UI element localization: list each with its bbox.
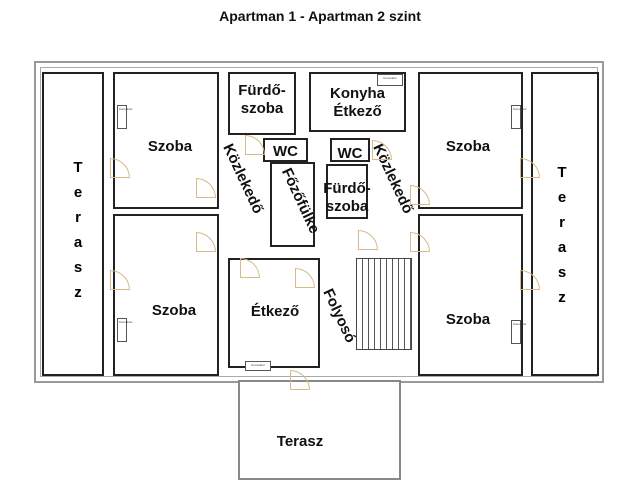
wc-left <box>263 138 308 162</box>
room-top-right <box>418 72 523 209</box>
wc-left-label: WC <box>273 143 298 160</box>
wc-right-label: WC <box>337 145 363 162</box>
kitchenette <box>270 162 315 247</box>
bathroom-left-label: Fürdő- szoba <box>238 82 286 117</box>
plan-title: Apartman 1 - Apartman 2 szint <box>219 8 421 24</box>
terrace-left-label: Terasz <box>73 159 83 301</box>
convector-icon: Konvektor <box>245 361 271 371</box>
bathroom-right <box>326 164 368 219</box>
room-bottom-right-label: Szoba <box>445 311 491 328</box>
room-top-right-label: Szoba <box>445 138 491 155</box>
convector-icon: Konvektor <box>511 320 527 344</box>
wc-right <box>330 138 370 162</box>
convector-icon: Konvektor <box>511 105 527 129</box>
convector-icon: Konvektor <box>117 105 133 129</box>
bathroom-left <box>228 72 296 135</box>
terrace-bottom-label: Terasz <box>276 433 324 450</box>
room-top-left-label: Szoba <box>147 138 193 155</box>
room-bottom-left-label: Szoba <box>151 302 197 319</box>
convector-icon: Konvektor <box>117 318 133 342</box>
convector-icon: Konvektor <box>377 74 403 86</box>
terrace-right-label: Terasz <box>557 164 567 306</box>
dining-label: Étkező <box>250 303 300 320</box>
staircase <box>356 258 412 350</box>
room-bottom-right <box>418 214 523 376</box>
terrace-right <box>531 72 599 376</box>
terrace-bottom <box>238 380 401 480</box>
terrace-left <box>42 72 104 376</box>
kitchen-label: Konyha Étkező <box>329 85 385 120</box>
bathroom-right-label: Fürdő- szoba <box>323 180 371 215</box>
